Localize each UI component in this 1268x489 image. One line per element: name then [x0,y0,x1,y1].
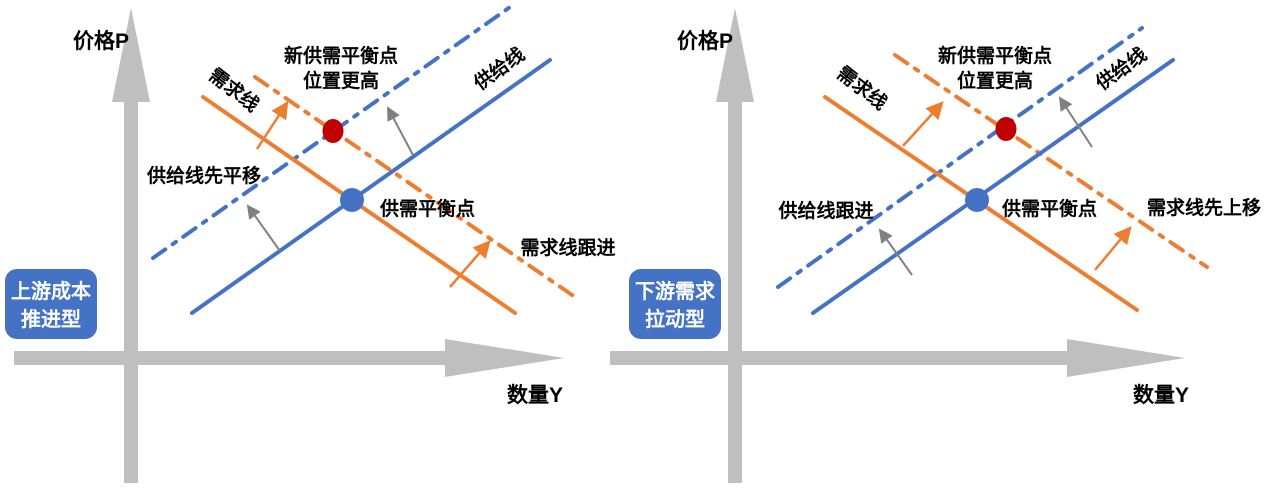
new-equilibrium-point [322,119,344,143]
type-badge-line2: 推进型 [21,307,81,331]
supply-shift-arrow [878,228,913,276]
type-badge-line1: 下游需求 [635,279,716,303]
y-axis-arrowhead [112,8,150,102]
type-badge-line1: 上游成本 [11,279,91,303]
shifted-demand-line [253,75,577,299]
supply-line-label: 供给线 [469,43,529,96]
axes [610,8,1185,483]
demand-shift-arrow [255,100,289,150]
x-axis-label: 数量Y [507,384,563,407]
demand-shift-arrow [1094,226,1132,271]
supply-shift-arrow [387,106,414,156]
new-equilibrium-point [995,117,1017,141]
equilibrium-point [965,188,989,212]
axes [14,8,564,483]
new-equilibrium-label-line2: 位置更高 [303,69,379,92]
supply-line [190,58,552,315]
y-axis-label: 价格P [73,29,129,53]
demand-shift-arrow [449,240,491,288]
y-axis-arrowhead [716,8,754,102]
x-axis-shaft [14,351,445,365]
equilibrium-label: 供需平衡点 [1001,197,1097,220]
supply-line-label: 供给线 [1091,43,1151,96]
supply-line [811,58,1175,315]
y-axis-shaft [728,102,742,483]
equilibrium-point [340,188,364,212]
equilibrium-label: 供需平衡点 [379,197,475,220]
x-axis-shaft [610,351,1067,365]
shifted-supply-line [776,26,1144,289]
demand-shift-label: 需求线跟进 [520,236,615,259]
x-axis-arrowhead [1067,339,1185,377]
new-equilibrium-label-line1: 新供需平衡点 [938,44,1052,67]
type-badge-background [629,269,721,339]
type-badge-line2: 拉动型 [645,307,705,331]
panel-demand-pull: 价格P数量Y需求线供给线新供需平衡点位置更高供需平衡点供给线跟进需求线先上移下游… [610,8,1261,483]
y-axis-shaft [124,102,138,483]
supply-shift-label: 供给线跟进 [777,199,873,222]
demand-shift-arrow [902,101,944,147]
shifted-demand-line [893,53,1209,269]
x-axis-label: 数量Y [1133,384,1189,407]
supply-shift-arrow [246,204,281,252]
supply-shift-arrow [1058,96,1093,148]
type-badge-background [5,269,97,339]
demand-line-label: 需求线 [204,63,263,116]
y-axis-label: 价格P [677,29,733,53]
new-equilibrium-label-line1: 新供需平衡点 [284,44,398,67]
x-axis-arrowhead [445,339,564,377]
supply-shift-label: 供给线先平移 [146,164,261,187]
demand-shift-label: 需求线先上移 [1147,196,1261,219]
new-equilibrium-label-line2: 位置更高 [957,69,1033,92]
